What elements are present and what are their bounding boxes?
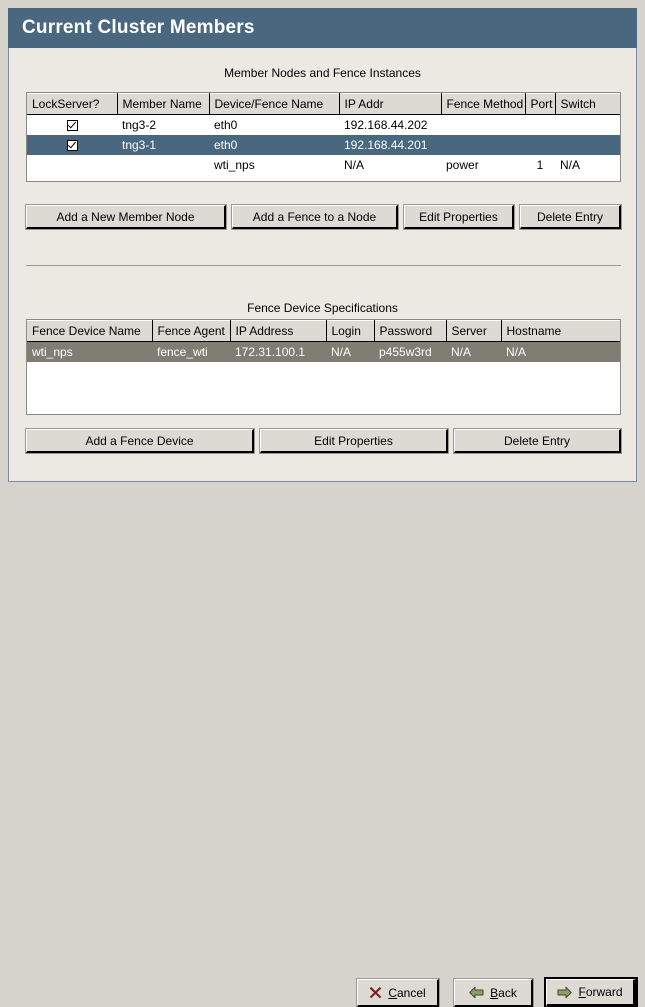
cell-fence-agent: fence_wti bbox=[152, 341, 230, 362]
cell-password: p455w3rd bbox=[374, 341, 446, 362]
cell-member-name: tng3-2 bbox=[117, 114, 209, 135]
add-new-member-node-button[interactable]: Add a New Member Node bbox=[25, 204, 227, 230]
section-divider bbox=[26, 265, 621, 266]
table-row[interactable]: wti_nps fence_wti 172.31.100.1 N/A p455w… bbox=[27, 341, 620, 362]
col-ip-address[interactable]: IP Address bbox=[230, 320, 327, 342]
col-switch[interactable]: Switch bbox=[555, 93, 620, 115]
cell-member-name bbox=[117, 155, 209, 175]
fence-section-caption: Fence Device Specifications bbox=[247, 301, 398, 315]
cell-member-name: tng3-1 bbox=[117, 135, 209, 155]
lockserver-checkbox[interactable] bbox=[66, 120, 78, 132]
page-title: Current Cluster Members bbox=[22, 17, 255, 38]
cell-port bbox=[525, 135, 555, 155]
col-fence-method[interactable]: Fence Method bbox=[441, 93, 526, 115]
cell-lockserver[interactable] bbox=[27, 135, 117, 155]
cell-fence-device-name: wti_nps bbox=[27, 341, 152, 362]
cancel-button[interactable]: Cancel bbox=[356, 978, 440, 1007]
cell-login: N/A bbox=[326, 341, 374, 362]
col-port[interactable]: Port bbox=[525, 93, 556, 115]
cell-hostname: N/A bbox=[501, 341, 620, 362]
col-hostname[interactable]: Hostname bbox=[501, 320, 620, 342]
cell-device-fence-name: wti_nps bbox=[209, 155, 339, 175]
cancel-x-icon bbox=[369, 986, 382, 999]
cell-switch: N/A bbox=[555, 155, 620, 175]
back-button-label: Back bbox=[490, 986, 517, 1000]
col-member-name[interactable]: Member Name bbox=[117, 93, 210, 115]
cancel-mnemonic: C bbox=[388, 985, 397, 1000]
cell-server: N/A bbox=[446, 341, 501, 362]
edit-properties-fence-button[interactable]: Edit Properties bbox=[259, 428, 449, 454]
col-server[interactable]: Server bbox=[446, 320, 502, 342]
forward-mnemonic: F bbox=[578, 985, 586, 999]
cell-ip-addr: N/A bbox=[339, 155, 441, 175]
delete-entry-member-button[interactable]: Delete Entry bbox=[519, 204, 622, 230]
table-row[interactable]: tng3-1 eth0 192.168.44.201 bbox=[27, 135, 620, 155]
col-password[interactable]: Password bbox=[374, 320, 447, 342]
col-device-fence-name[interactable]: Device/Fence Name bbox=[209, 93, 340, 115]
cell-port: 1 bbox=[525, 155, 555, 175]
forward-button[interactable]: Forward bbox=[544, 977, 638, 1007]
table-row[interactable]: tng3-2 eth0 192.168.44.202 bbox=[27, 114, 620, 135]
col-ip-addr[interactable]: IP Addr bbox=[339, 93, 442, 115]
lockserver-checkbox[interactable] bbox=[66, 140, 78, 152]
add-fence-to-node-button[interactable]: Add a Fence to a Node bbox=[231, 204, 399, 230]
fence-table-header-row: Fence Device Name Fence Agent IP Address… bbox=[27, 320, 620, 342]
cell-switch bbox=[555, 114, 620, 135]
forward-button-label: Forward bbox=[578, 985, 622, 999]
cell-device-fence-name: eth0 bbox=[209, 135, 339, 155]
edit-properties-member-button[interactable]: Edit Properties bbox=[403, 204, 515, 230]
back-button[interactable]: Back bbox=[453, 978, 534, 1007]
dialog-button-bar: Cancel Back Forward bbox=[0, 482, 645, 1007]
forward-label-rest: orward bbox=[585, 985, 623, 999]
cell-fence-method bbox=[441, 135, 525, 155]
cancel-button-label: Cancel bbox=[388, 986, 425, 1000]
cell-lockserver[interactable] bbox=[27, 114, 117, 135]
col-fence-device-name[interactable]: Fence Device Name bbox=[27, 320, 153, 342]
arrow-right-icon bbox=[557, 986, 573, 999]
fence-table: Fence Device Name Fence Agent IP Address… bbox=[27, 320, 620, 362]
cell-ip-address: 172.31.100.1 bbox=[230, 341, 326, 362]
arrow-left-icon bbox=[469, 986, 484, 999]
cell-ip-addr: 192.168.44.202 bbox=[339, 114, 441, 135]
member-table: LockServer? Member Name Device/Fence Nam… bbox=[27, 93, 620, 175]
table-row[interactable]: wti_nps N/A power 1 N/A bbox=[27, 155, 620, 175]
col-fence-agent[interactable]: Fence Agent bbox=[152, 320, 231, 342]
member-section-caption: Member Nodes and Fence Instances bbox=[224, 66, 421, 80]
member-nodes-table[interactable]: LockServer? Member Name Device/Fence Nam… bbox=[26, 92, 621, 182]
window-titlebar: Current Cluster Members bbox=[8, 8, 637, 48]
col-login[interactable]: Login bbox=[326, 320, 375, 342]
add-fence-device-button[interactable]: Add a Fence Device bbox=[25, 428, 255, 454]
cell-lockserver bbox=[27, 155, 117, 175]
cell-device-fence-name: eth0 bbox=[209, 114, 339, 135]
back-label-rest: ack bbox=[498, 985, 517, 1000]
fence-device-table[interactable]: Fence Device Name Fence Agent IP Address… bbox=[26, 319, 621, 415]
back-mnemonic: B bbox=[490, 985, 499, 1000]
content-panel: Member Nodes and Fence Instances LockSer… bbox=[8, 48, 637, 482]
cell-fence-method: power bbox=[441, 155, 525, 175]
cell-switch bbox=[555, 135, 620, 155]
delete-entry-fence-button[interactable]: Delete Entry bbox=[453, 428, 622, 454]
dialog-window: Current Cluster Members Member Nodes and… bbox=[0, 0, 645, 537]
member-table-header-row: LockServer? Member Name Device/Fence Nam… bbox=[27, 93, 620, 115]
cell-ip-addr: 192.168.44.201 bbox=[339, 135, 441, 155]
col-lockserver[interactable]: LockServer? bbox=[27, 93, 118, 115]
cell-port bbox=[525, 114, 555, 135]
cancel-label-rest: ancel bbox=[396, 985, 426, 1000]
cell-fence-method bbox=[441, 114, 525, 135]
